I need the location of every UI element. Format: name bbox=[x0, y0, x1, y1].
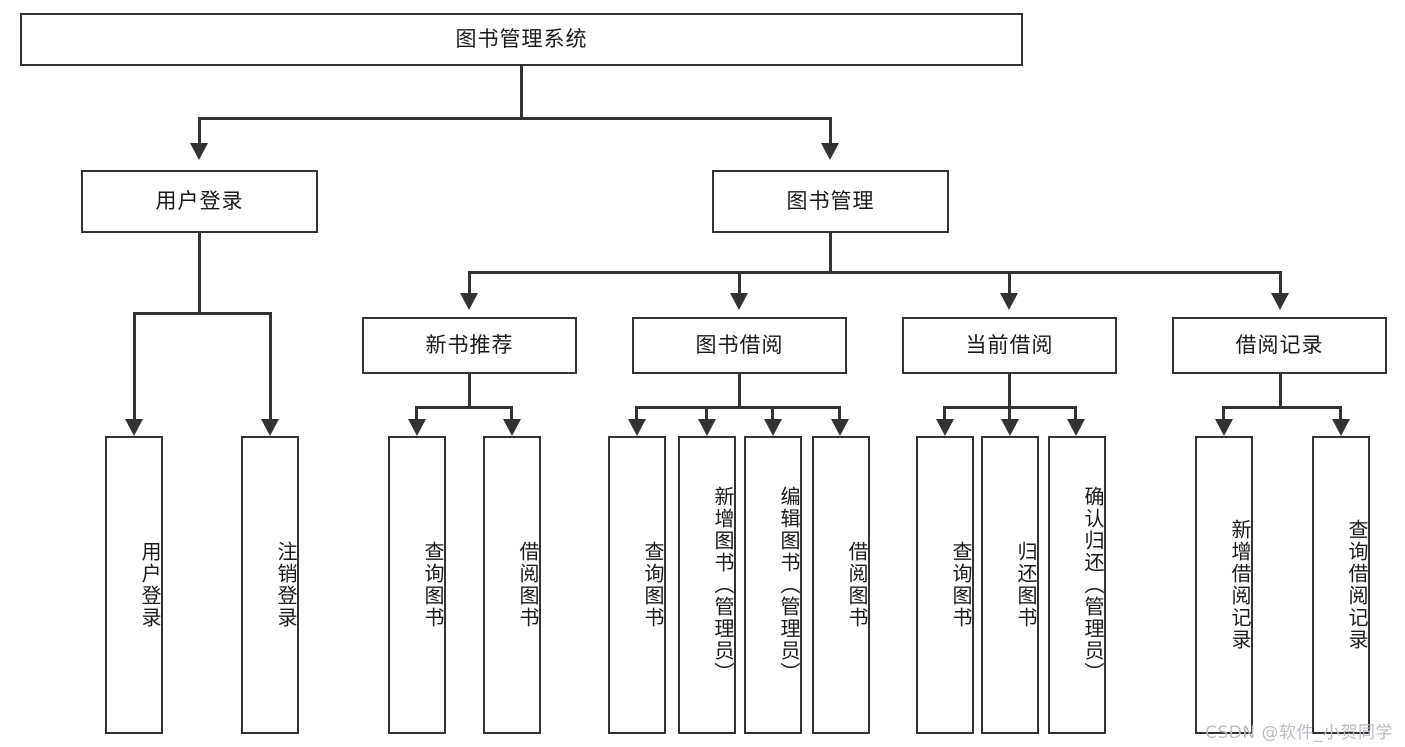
arrow-current-borrow-leaf2 bbox=[1001, 419, 1019, 436]
node-label: 当前借阅 bbox=[965, 332, 1054, 357]
arrow-new-book-leaf2 bbox=[503, 419, 521, 436]
arrow-to-book-manage bbox=[821, 143, 839, 160]
node-label: 用户登录 bbox=[155, 188, 244, 213]
connector-book-borrow-leaf3 bbox=[771, 406, 774, 419]
leaf-label: 查询图书 bbox=[641, 541, 665, 629]
leaf-borrow-query-book[interactable]: 查询图书 bbox=[608, 436, 666, 734]
connector-book-borrow-leaf4 bbox=[838, 406, 841, 419]
leaf-label: 借阅图书 bbox=[845, 541, 869, 629]
leaf-label: 新增图书（管理员） bbox=[711, 486, 735, 684]
connector-book-borrow-bar bbox=[635, 406, 841, 409]
connector-user-login-leaf1 bbox=[133, 312, 136, 419]
arrow-book-borrow-leaf1 bbox=[628, 419, 646, 436]
leaf-label: 注销登录 bbox=[274, 541, 298, 629]
connector-borrow-record-stem bbox=[1279, 374, 1282, 406]
arrow-to-borrow-record bbox=[1271, 293, 1289, 310]
node-book-borrow[interactable]: 图书借阅 bbox=[632, 317, 847, 374]
node-label: 新书推荐 bbox=[425, 332, 514, 357]
leaf-current-query-book[interactable]: 查询图书 bbox=[916, 436, 974, 734]
leaf-borrow-borrow-book[interactable]: 借阅图书 bbox=[812, 436, 870, 734]
leaf-current-return-book[interactable]: 归还图书 bbox=[981, 436, 1039, 734]
leaf-label: 查询图书 bbox=[421, 541, 445, 629]
node-label: 图书借阅 bbox=[695, 332, 784, 357]
leaf-label: 新增借阅记录 bbox=[1228, 519, 1252, 651]
connector-to-book-manage bbox=[829, 117, 832, 143]
connector-level2-bar bbox=[198, 117, 832, 120]
connector-new-book-leaf2 bbox=[510, 406, 513, 419]
node-label: 图书管理 bbox=[786, 188, 875, 213]
connector-book-borrow-leaf2 bbox=[705, 406, 708, 419]
connector-borrow-record-leaf2 bbox=[1339, 406, 1342, 419]
connector-borrow-record-leaf1 bbox=[1222, 406, 1225, 419]
leaf-label: 确认归还（管理员） bbox=[1081, 486, 1105, 684]
connector-current-borrow-leaf3 bbox=[1074, 406, 1077, 419]
arrow-to-book-borrow bbox=[730, 293, 748, 310]
connector-new-book-stem bbox=[468, 374, 471, 406]
arrow-current-borrow-leaf3 bbox=[1067, 419, 1085, 436]
connector-user-login-stem bbox=[198, 233, 201, 312]
leaf-record-add[interactable]: 新增借阅记录 bbox=[1195, 436, 1253, 734]
arrow-to-new-book bbox=[460, 293, 478, 310]
leaf-current-confirm-return[interactable]: 确认归还（管理员） bbox=[1048, 436, 1106, 734]
connector-book-manage-stem bbox=[829, 233, 832, 271]
connector-level3-bar bbox=[468, 271, 1282, 274]
connector-to-borrow-record bbox=[1279, 271, 1282, 293]
connector-book-borrow-leaf1 bbox=[635, 406, 638, 419]
leaf-label: 查询借阅记录 bbox=[1345, 519, 1369, 651]
node-user-login[interactable]: 用户登录 bbox=[81, 170, 318, 233]
node-root-system[interactable]: 图书管理系统 bbox=[20, 13, 1023, 66]
leaf-label: 用户登录 bbox=[138, 541, 162, 629]
arrow-current-borrow-leaf1 bbox=[936, 419, 954, 436]
connector-user-login-leaf2 bbox=[269, 312, 272, 419]
node-book-management[interactable]: 图书管理 bbox=[712, 170, 949, 233]
arrow-book-borrow-leaf3 bbox=[764, 419, 782, 436]
arrow-borrow-record-leaf1 bbox=[1215, 419, 1233, 436]
node-current-borrow[interactable]: 当前借阅 bbox=[902, 317, 1117, 374]
connector-new-book-bar bbox=[415, 406, 512, 409]
node-new-book-recommend[interactable]: 新书推荐 bbox=[362, 317, 577, 374]
connector-current-borrow-leaf1 bbox=[943, 406, 946, 419]
connector-to-current-borrow bbox=[1008, 271, 1011, 293]
leaf-user-login[interactable]: 用户登录 bbox=[105, 436, 163, 734]
arrow-book-borrow-leaf4 bbox=[831, 419, 849, 436]
arrow-to-current-borrow bbox=[1000, 293, 1018, 310]
connector-user-login-bar bbox=[133, 312, 272, 315]
connector-borrow-record-bar bbox=[1222, 406, 1342, 409]
connector-to-book-borrow bbox=[738, 271, 741, 293]
leaf-record-query[interactable]: 查询借阅记录 bbox=[1312, 436, 1370, 734]
node-borrow-record[interactable]: 借阅记录 bbox=[1172, 317, 1387, 374]
connector-to-user-login bbox=[198, 117, 201, 143]
arrow-user-login-leaf2 bbox=[261, 419, 279, 436]
leaf-new-book-borrow[interactable]: 借阅图书 bbox=[483, 436, 541, 734]
arrow-book-borrow-leaf2 bbox=[698, 419, 716, 436]
leaf-label: 查询图书 bbox=[949, 541, 973, 629]
leaf-borrow-add-book[interactable]: 新增图书（管理员） bbox=[678, 436, 736, 734]
arrow-to-user-login bbox=[190, 143, 208, 160]
connector-new-book-leaf1 bbox=[415, 406, 418, 419]
arrow-new-book-leaf1 bbox=[408, 419, 426, 436]
arrow-borrow-record-leaf2 bbox=[1332, 419, 1350, 436]
arrow-user-login-leaf1 bbox=[125, 419, 143, 436]
leaf-label: 借阅图书 bbox=[516, 541, 540, 629]
connector-current-borrow-leaf2 bbox=[1008, 406, 1011, 419]
node-label: 图书管理系统 bbox=[455, 26, 588, 51]
connector-to-new-book bbox=[468, 271, 471, 293]
node-label: 借阅记录 bbox=[1235, 332, 1324, 357]
connector-book-borrow-stem bbox=[738, 374, 741, 406]
leaf-label: 编辑图书（管理员） bbox=[777, 486, 801, 684]
leaf-label: 归还图书 bbox=[1014, 541, 1038, 629]
leaf-new-book-query[interactable]: 查询图书 bbox=[388, 436, 446, 734]
leaf-user-logout[interactable]: 注销登录 bbox=[241, 436, 299, 734]
connector-root-stem bbox=[520, 66, 523, 117]
connector-current-borrow-stem bbox=[1008, 374, 1011, 406]
csdn-watermark: CSDN @软件_小贺同学 bbox=[1205, 723, 1393, 743]
leaf-borrow-edit-book[interactable]: 编辑图书（管理员） bbox=[744, 436, 802, 734]
